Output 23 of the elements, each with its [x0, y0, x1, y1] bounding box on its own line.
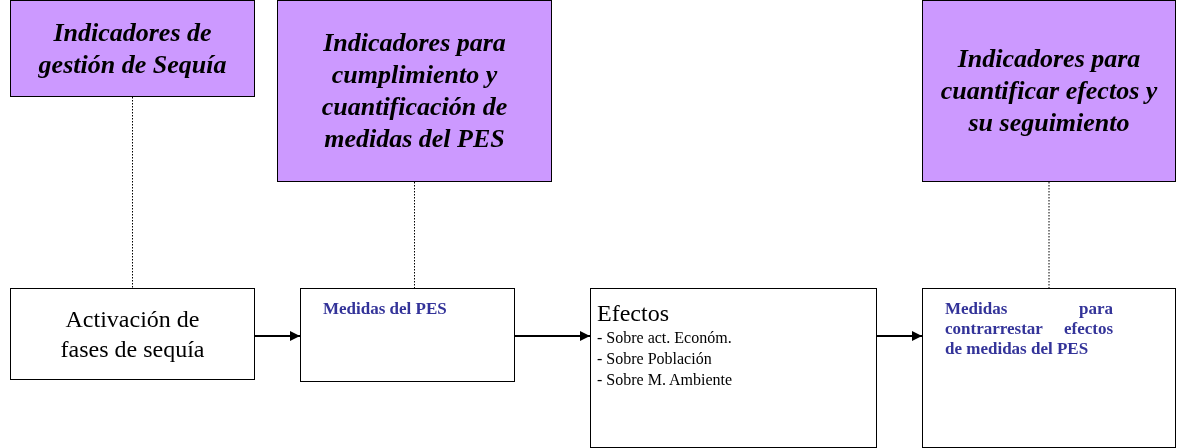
node-text: Activación de fases de sequía [59, 305, 206, 364]
dotted-connector [414, 181, 415, 289]
arrow [514, 331, 591, 341]
node-text: Indicadores para cumplimiento y cuantificación de medidas del PES [320, 27, 509, 155]
process-box [10, 288, 255, 380]
node-text: Medidas para contrarrestar efectos de medidas del PES [944, 299, 1114, 359]
node-text: Medidas del PES [322, 299, 448, 319]
arrow [876, 331, 923, 341]
node-text: Indicadores para cuantificar efectos y su seguimiento [939, 43, 1159, 139]
node-text: Efectos [596, 299, 670, 327]
indicator-box [277, 0, 552, 182]
dotted-connector [1048, 181, 1050, 289]
node-text: - Sobre act. Económ. [596, 328, 733, 348]
process-box [300, 288, 515, 382]
process-box [922, 288, 1176, 448]
process-box [590, 288, 877, 448]
dotted-connector [132, 96, 133, 289]
node-text: - Sobre M. Ambiente [596, 370, 734, 390]
node-text: Indicadores de gestión de Sequía [37, 16, 228, 81]
node-text: - Sobre Población [596, 349, 713, 369]
arrow [254, 331, 301, 341]
indicator-box [922, 0, 1176, 182]
indicator-box [10, 0, 255, 97]
